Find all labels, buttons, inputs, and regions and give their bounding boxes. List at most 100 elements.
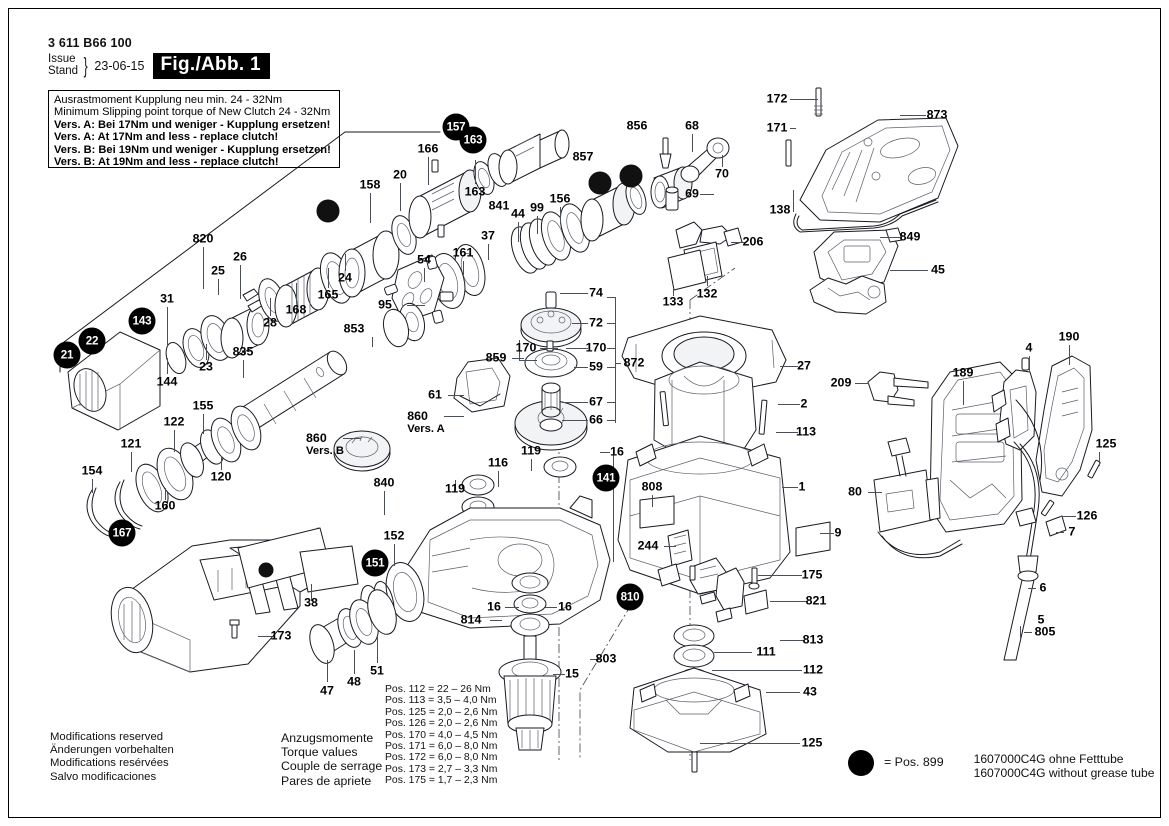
callout-version: Vers. B [306,445,344,457]
callout-154: 154 [81,463,103,478]
callout-173: 173 [271,629,292,643]
callout-5: 5 [1038,613,1045,627]
callout-number: 171 [766,120,788,135]
callout-number: 835 [232,344,254,359]
callout-25: 25 [211,264,225,278]
callout-number: 873 [926,107,948,122]
callout-120: 120 [211,470,232,484]
issue-date: 23-06-15 [94,59,145,73]
callout-number: 860 [306,431,327,445]
callout-840: 840 [374,476,395,490]
footer-line: Salvo modificaciones [50,770,157,783]
note-line: Minimum Slipping point torque of New Clu… [54,106,331,119]
callout-166: 166 [417,141,439,156]
callout-171: 171 [766,120,788,135]
callout-number: 853 [343,321,365,336]
callout-54: 54 [417,252,431,267]
callout-116: 116 [488,456,508,470]
callout-number: 856 [626,118,648,133]
callout-number: 59 [589,359,603,374]
callout-number: 841 [488,198,510,213]
callout-number: 849 [899,229,921,244]
callout-number: 803 [595,651,617,666]
callout-number: 158 [359,177,381,192]
callout-number: 860 [407,409,428,423]
note-line: Vers. A: At 17Nm and less - replace clut… [54,131,279,144]
callout-number: 7 [1068,524,1076,539]
callout-number: 175 [801,567,823,582]
callout-7: 7 [1068,524,1076,539]
callout-number: 4 [1025,340,1033,355]
callout-number: 813 [802,632,824,647]
modifications-notice: Modifications reserved Änderungen vorbeh… [50,731,174,784]
callout-number: 170 [585,340,607,355]
callout-number: 74 [589,285,603,300]
callout-number: 2 [800,396,808,411]
pos-899-legend: = Pos. 899 1607000C4G ohne Fetttube 1607… [848,748,1154,780]
callout-number: 805 [1034,624,1056,639]
torque-entry: Pos. 126 = 2,0 – 2,6 Nm [385,718,498,730]
callout-121: 121 [121,437,142,451]
torque-values-heading: Anzugsmomente Torque values Couple de se… [281,731,382,788]
callout-number: 111 [756,644,776,659]
callout-number: 156 [549,191,571,206]
callout-23: 23 [199,359,213,374]
callout-number: 37 [481,228,495,243]
callout-number: 126 [1076,508,1098,523]
callout-206: 206 [743,235,764,249]
callout-43: 43 [803,685,817,699]
part-number: 3 611 B66 100 [48,36,132,50]
callout-number: 15 [565,666,579,681]
callout-170: 170 [516,341,537,355]
callout-872: 872 [624,356,645,370]
callout-number: 154 [81,463,103,478]
callout-66: 66 [589,413,603,427]
callout-803: 803 [595,651,617,666]
callout-51: 51 [370,663,384,678]
callout-133: 133 [663,295,684,309]
callout-61: 61 [428,388,442,402]
callout-number: 113 [796,424,816,439]
callout-number: 125 [801,735,823,750]
clutch-note-box: Ausrastmoment Kupplung neu min. 24 - 32N… [48,90,340,168]
callout-number: 45 [931,262,945,277]
callout-810: 810 [616,583,644,611]
callout-163: 163 [464,184,486,199]
callout-number: 26 [233,249,247,264]
callout-44: 44 [511,207,525,221]
callout-number: 27 [797,358,811,373]
callout-190: 190 [1059,330,1080,344]
callout-number: 166 [417,141,439,156]
callout-number: 54 [417,252,431,267]
callout-38: 38 [304,596,318,610]
callout-number: 23 [199,359,213,374]
callout-175: 175 [801,567,823,582]
callout-number: 16 [558,599,572,614]
callout-244: 244 [638,539,659,553]
callout-number: 24 [338,270,352,285]
callout-number: 163 [464,184,486,199]
callout-119: 119 [445,482,465,496]
brace-glyph: } [83,53,88,78]
callout-808: 808 [641,479,663,494]
callout-number: 808 [641,479,663,494]
callout-37: 37 [481,228,495,243]
callout-859: 859 [486,351,507,365]
callout-144: 144 [157,375,178,389]
callout-69: 69 [685,187,699,201]
callout-27: 27 [797,358,811,373]
callout-126: 126 [1076,508,1098,523]
callout-835: 835 [232,344,254,359]
callout-16: 16 [558,599,572,614]
callout-number: 138 [769,202,791,217]
callout-99: 99 [530,201,544,215]
footer-line: Modifications reserved [50,731,164,743]
callout-141: 141 [592,464,620,492]
callout-16: 16 [487,600,501,614]
callout-number: 51 [370,663,384,678]
callout-821: 821 [806,594,827,608]
callout-167: 167 [108,519,136,547]
